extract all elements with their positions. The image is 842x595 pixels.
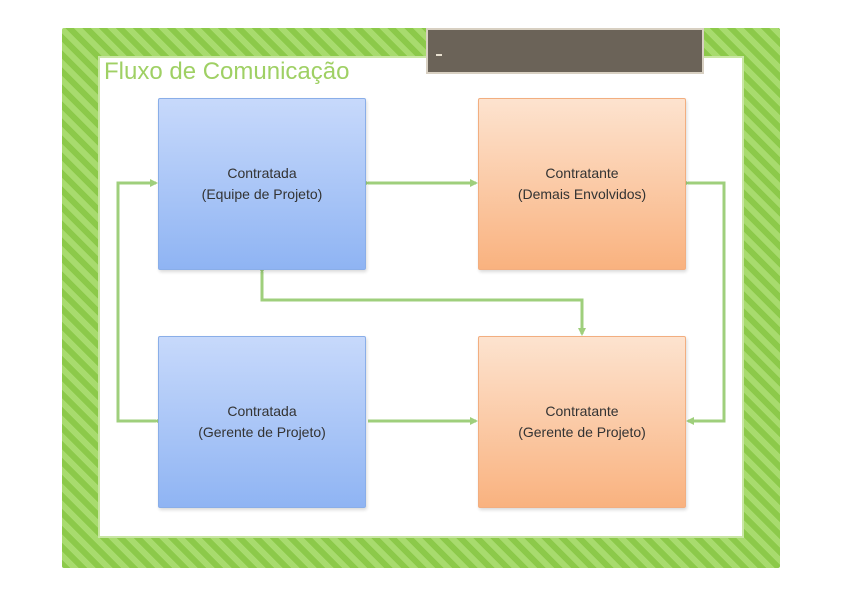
node-contratada-equipe: Contratada (Equipe de Projeto) (158, 98, 366, 270)
title-bar-mark (436, 54, 442, 56)
node-sublabel: (Gerente de Projeto) (518, 424, 646, 440)
node-label: Contratante (545, 165, 619, 181)
node-label: Contratada (227, 403, 297, 419)
title-bar (426, 28, 704, 74)
diagram-title: Fluxo de Comunicação (104, 58, 350, 85)
node-contratada-gerente: Contratada (Gerente de Projeto) (158, 336, 366, 508)
node-label: Contratada (227, 165, 297, 181)
node-sublabel: (Equipe de Projeto) (201, 186, 323, 202)
node-contratante-demais: Contratante (Demais Envolvidos) (478, 98, 686, 270)
node-label: Contratante (545, 403, 619, 419)
node-sublabel: (Gerente de Projeto) (198, 424, 326, 440)
node-contratante-gerente: Contratante (Gerente de Projeto) (478, 336, 686, 508)
node-sublabel: (Demais Envolvidos) (517, 186, 647, 202)
